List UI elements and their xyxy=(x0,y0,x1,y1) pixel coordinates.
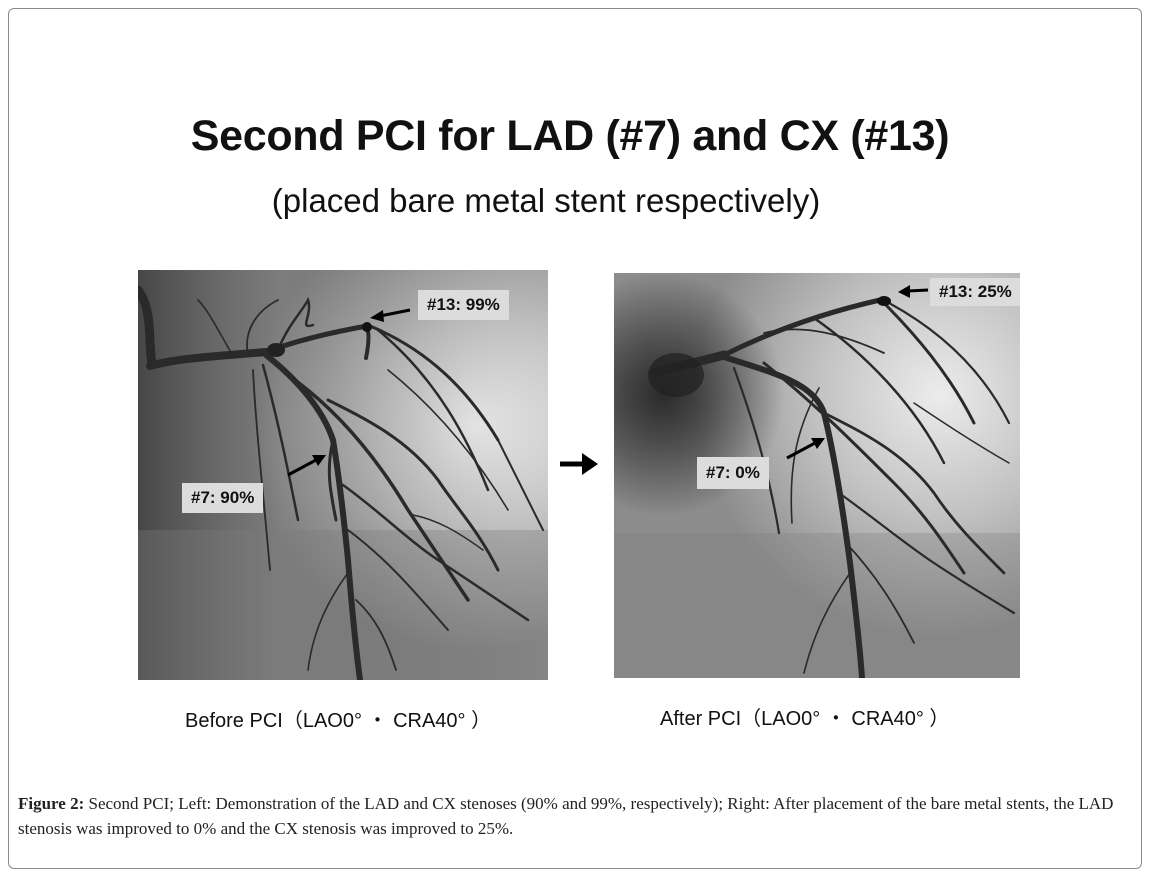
angiogram-before-pci: #13: 99% #7: 90% xyxy=(138,270,548,680)
caption-after-pci: After PCI（LAO0° ・ CRA40° ） xyxy=(660,708,950,730)
label-cx-stenosis: #13: 99% xyxy=(418,290,509,320)
figure-subtitle: (placed bare metal stent respectively) xyxy=(271,182,821,219)
arrow-lad-icon xyxy=(786,438,825,460)
label-lad-stenosis: #7: 0% xyxy=(697,457,769,489)
angiogram-before-image xyxy=(138,270,548,680)
figure-caption-label: Figure 2: xyxy=(18,794,85,813)
arrow-lad-icon xyxy=(287,455,326,477)
arrow-cx-icon xyxy=(370,308,411,322)
angiogram-after-pci: #13: 25% #7: 0% xyxy=(614,273,1020,678)
label-cx-stenosis: #13: 25% xyxy=(930,278,1020,306)
figure-caption: Figure 2: Second PCI; Left: Demonstratio… xyxy=(18,791,1142,841)
figure-title: Second PCI for LAD (#7) and CX (#13) xyxy=(190,112,950,160)
arrow-right-icon xyxy=(560,453,598,475)
angiogram-after-image xyxy=(614,273,1020,678)
label-lad-stenosis: #7: 90% xyxy=(182,483,264,513)
figure-caption-text: Second PCI; Left: Demonstration of the L… xyxy=(18,794,1114,838)
figure-frame xyxy=(8,8,1142,869)
arrow-cx-icon xyxy=(898,285,929,298)
caption-before-pci: Before PCI（LAO0° ・ CRA40° ） xyxy=(185,710,492,732)
